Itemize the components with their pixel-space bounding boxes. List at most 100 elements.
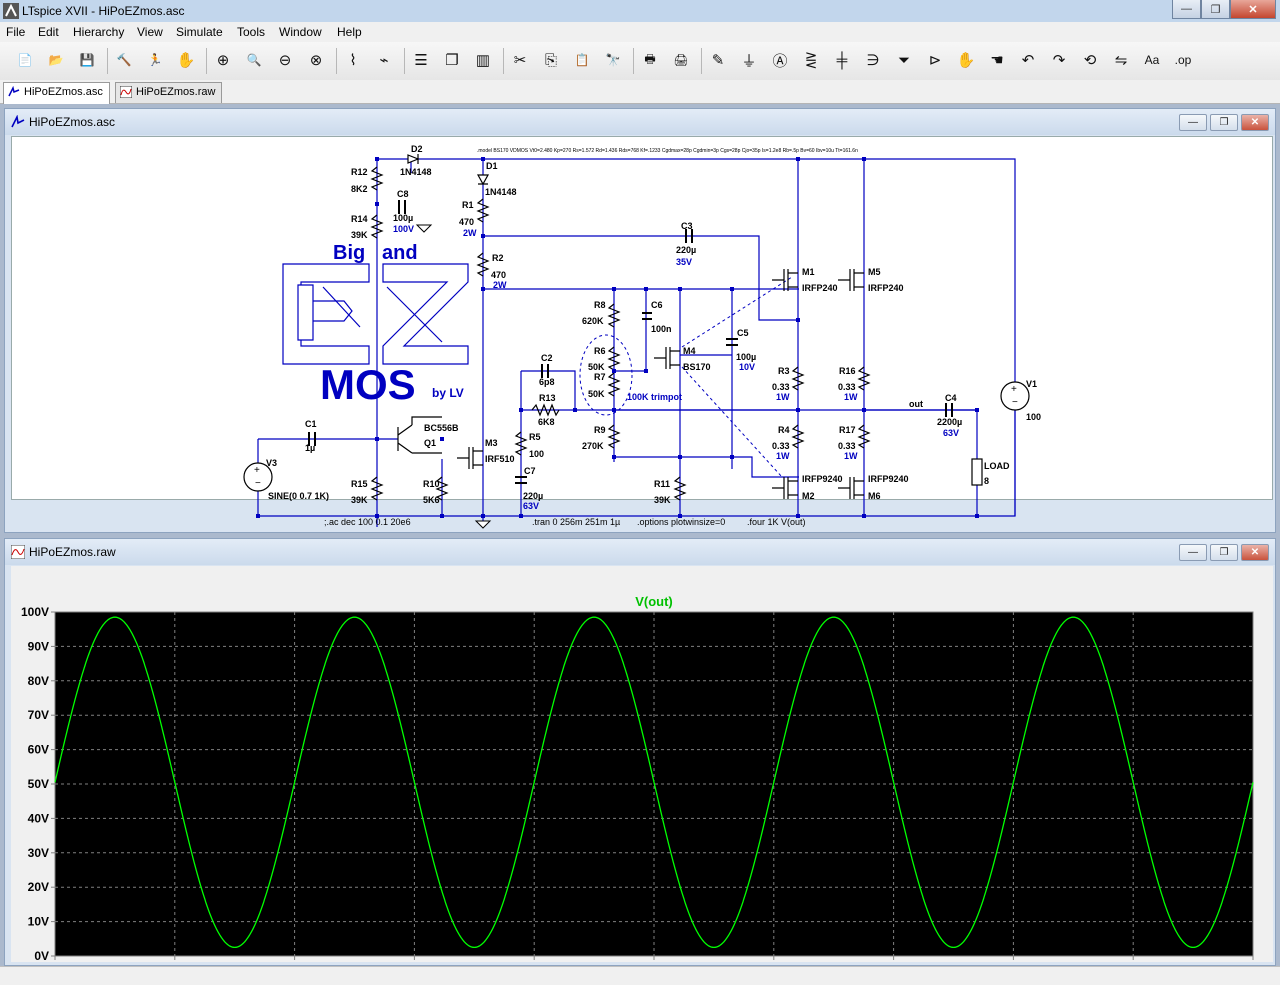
zoom-in-icon[interactable]: ⊕ [216,52,230,69]
component-label[interactable]: C7 [524,466,536,476]
component-label[interactable]: C1 [305,419,317,429]
component-label[interactable]: SINE(0 0.7 1K) [268,491,329,501]
component-label[interactable]: R2 [492,253,504,263]
component-label[interactable]: R10 [423,479,440,489]
copy-icon[interactable]: ⎘ [544,51,557,69]
component-label[interactable]: C5 [737,328,749,338]
draw-wire-icon[interactable]: ✎ [711,52,725,69]
mirror-icon[interactable]: ⇋ [1114,52,1128,69]
plot-restore-button[interactable]: ❐ [1210,544,1238,561]
tile-horizontal-icon[interactable]: ☰ [414,52,428,69]
component-label[interactable]: BC556B [424,423,459,433]
component-label[interactable]: R1 [462,200,474,210]
component-label[interactable]: C6 [651,300,663,310]
tab-schematic[interactable]: HiPoEZmos.asc [3,82,110,104]
plot-minimize-button[interactable]: — [1179,544,1207,561]
component-label[interactable]: M6 [868,491,881,501]
schematic-restore-button[interactable]: ❐ [1210,114,1238,131]
component-label[interactable]: LOAD [984,461,1010,471]
schematic-drawing[interactable]: +− +− Big and [12,137,1272,529]
tab-waveform[interactable]: HiPoEZmos.raw [115,82,223,103]
menu-window[interactable]: Window [279,25,322,39]
undo-icon[interactable]: ↶ [1021,52,1035,69]
component-label[interactable]: 220µ [676,245,696,255]
component-label[interactable]: 1W [844,451,858,461]
component-label[interactable]: 1W [844,392,858,402]
spice-directive[interactable]: ;.ac dec 100 0.1 20e6 [324,517,411,527]
component-label[interactable]: R15 [351,479,368,489]
component-label[interactable]: 39K [351,495,368,505]
spice-directive[interactable]: .four 1K V(out) [747,517,806,527]
resistor-icon[interactable]: ⋛ [804,52,818,69]
inductor-icon[interactable]: ∋ [866,52,880,69]
component-label[interactable]: 100µ [393,213,413,223]
component-label[interactable]: 50K [588,362,605,372]
tile-vertical-icon[interactable]: ▥ [475,52,491,69]
component-label[interactable]: R7 [594,372,606,382]
component-label[interactable]: IRFP9240 [802,474,843,484]
paste-icon[interactable]: 📋 [574,53,590,67]
component-label[interactable]: 100K trimpot [627,392,682,402]
print-icon[interactable]: 🖨 [673,53,689,67]
component-label[interactable]: R4 [778,425,790,435]
component-label[interactable]: 1W [776,392,790,402]
component-label[interactable]: 8K2 [351,184,368,194]
component-label[interactable]: 8 [984,476,989,486]
component-label[interactable]: 100µ [736,352,756,362]
component-label[interactable]: 39K [654,495,671,505]
capacitor-icon[interactable]: ╪ [836,51,848,69]
component-label[interactable]: R16 [839,366,856,376]
component-label[interactable]: C3 [681,221,693,231]
autorange-icon[interactable]: ⌇ [349,52,357,69]
component-icon[interactable]: ⊳ [928,52,942,69]
component-label[interactable]: C4 [945,393,957,403]
component-label[interactable]: D2 [411,144,423,154]
menu-view[interactable]: View [137,25,163,39]
component-label[interactable]: 63V [523,501,539,511]
diode-icon[interactable]: ⏷ [897,51,910,69]
component-label[interactable]: 5K6 [423,495,440,505]
component-label[interactable]: R5 [529,432,541,442]
waveform-icon[interactable]: ⌁ [379,52,389,69]
component-label[interactable]: R13 [539,393,556,403]
component-label[interactable]: 1N4148 [400,167,432,177]
control-panel-icon[interactable]: 🔨 [116,53,132,67]
drag-icon[interactable]: ☚ [990,52,1004,69]
component-label[interactable]: out [909,399,923,409]
component-label[interactable]: 0.33 [772,382,790,392]
schematic-close-button[interactable]: ✕ [1241,114,1269,131]
component-label[interactable]: R6 [594,346,606,356]
menu-tools[interactable]: Tools [237,25,266,39]
zoom-out-icon[interactable]: ⊖ [278,52,292,69]
halt-icon[interactable]: ✋ [176,52,196,69]
component-label[interactable]: 100 [529,449,544,459]
model-directive[interactable]: .model BS170 VDMOS Vt0=2.480 Kp=270 Rs=1… [477,148,858,154]
component-label[interactable]: V3 [266,458,277,468]
schematic-canvas[interactable]: +− +− Big and [11,136,1273,529]
cascade-icon[interactable]: ❐ [445,52,459,69]
component-label[interactable]: M4 [683,346,696,356]
component-label[interactable]: IRFP240 [868,283,904,293]
component-label[interactable]: 1N4148 [485,187,517,197]
ltspice-app-icon[interactable] [3,3,19,19]
component-label[interactable]: 620K [582,316,604,326]
new-schematic-icon[interactable]: 📄 [17,53,33,67]
component-label[interactable]: IRF510 [485,454,515,464]
schematic-minimize-button[interactable]: — [1179,114,1207,131]
text-icon[interactable]: Aa [1144,53,1160,67]
component-label[interactable]: 470 [491,270,506,280]
component-label[interactable]: 35V [676,257,692,267]
redo-icon[interactable]: ↷ [1052,52,1066,69]
component-label[interactable]: IRFP9240 [868,474,909,484]
minimize-button[interactable]: — [1172,0,1201,19]
spice-directive-icon[interactable]: .op [1174,53,1192,67]
component-label[interactable]: 2200µ [937,417,962,427]
component-label[interactable]: 2W [493,280,507,290]
zoom-fit-icon[interactable]: ⊗ [309,52,323,69]
component-label[interactable]: IRFP240 [802,283,838,293]
label-net-icon[interactable]: Ⓐ [772,52,788,70]
component-label[interactable]: 270K [582,441,604,451]
spice-directive[interactable]: .options plotwinsize=0 [637,517,725,527]
component-label[interactable]: 100 [1026,412,1041,422]
trace-line-0[interactable] [54,616,1254,949]
